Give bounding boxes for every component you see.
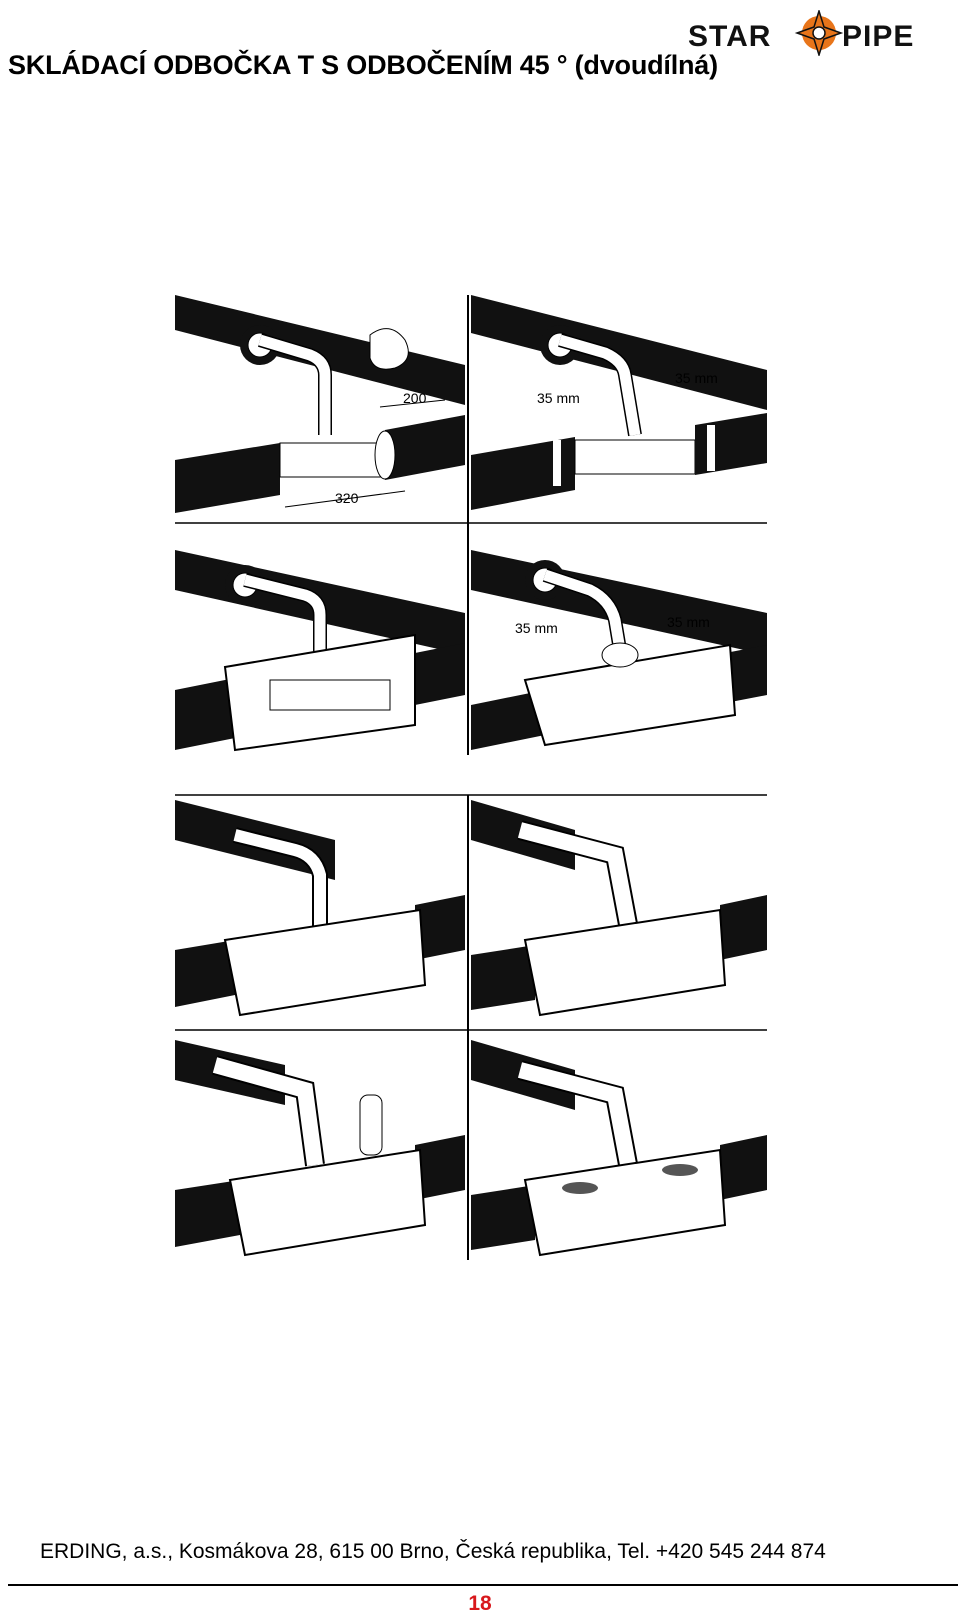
panel-1: 200 320 xyxy=(175,295,465,513)
starpipe-logo: STAR PIPE xyxy=(688,10,914,56)
logo-text-left: STAR xyxy=(688,20,771,53)
assembly-figure: 200 320 35 mm 35 mm xyxy=(175,295,767,1260)
dim-label: 200 xyxy=(403,390,427,406)
page-title: SKLÁDACÍ ODBOČKA T S ODBOČENÍM 45 ° (dvo… xyxy=(8,50,718,80)
panel-6 xyxy=(471,800,767,1017)
footer-address: ERDING, a.s., Kosmákova 28, 615 00 Brno,… xyxy=(40,1540,826,1563)
dim-label: 35 mm xyxy=(675,370,718,386)
panel-3 xyxy=(175,550,465,752)
logo-text-right: PIPE xyxy=(842,20,914,53)
logo-star-icon xyxy=(794,10,844,56)
dim-label: 35 mm xyxy=(515,620,558,636)
footer-divider xyxy=(8,1584,958,1586)
dim-label: 35 mm xyxy=(537,390,580,406)
panel-8 xyxy=(471,1040,767,1257)
page-number: 18 xyxy=(468,1592,492,1615)
panel-2: 35 mm 35 mm xyxy=(471,295,767,510)
dim-label: 35 mm xyxy=(667,614,710,630)
panel-4: 35 mm 35 mm xyxy=(471,550,767,750)
panel-7 xyxy=(175,1040,465,1257)
panel-5 xyxy=(175,800,465,1017)
dim-label: 320 xyxy=(335,490,359,506)
